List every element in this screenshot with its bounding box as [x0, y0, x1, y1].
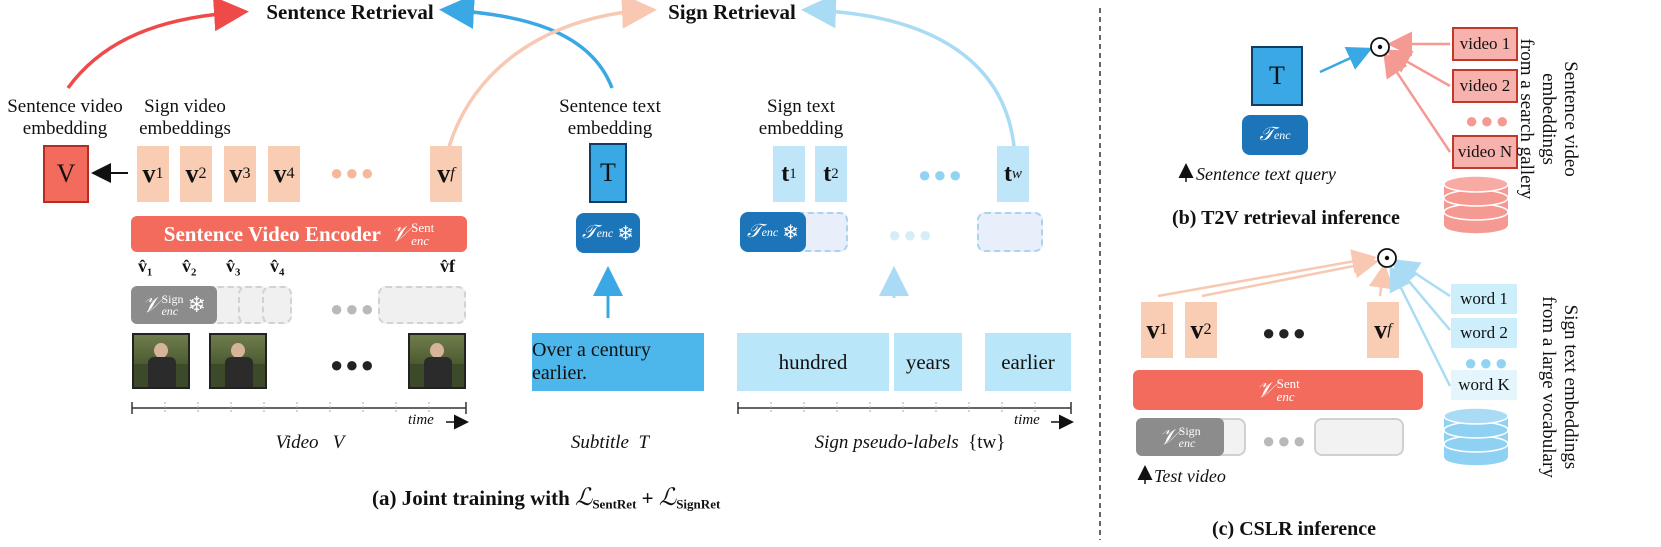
vhat-3: v̂₃ — [226, 256, 241, 276]
vocab-word-2: word 2 — [1451, 318, 1517, 348]
vocab-word-1: word 1 — [1451, 284, 1517, 314]
vhat-4: v̂₄ — [270, 256, 285, 276]
time-label: time — [408, 412, 434, 428]
ellipsis-frames: ●●● — [330, 352, 376, 377]
t2v-query-label: Sentence text query — [1196, 164, 1336, 184]
vocab-word-k: word K — [1451, 370, 1517, 400]
ellipsis-peach: ●●● — [330, 160, 376, 185]
arrow-text-to-signret — [801, 0, 1017, 159]
database-icon-red — [1443, 175, 1509, 235]
database-icon-blue — [1443, 407, 1509, 467]
arrow-text-to-sentret — [439, 0, 614, 89]
vhat-f: v̂f — [440, 256, 455, 276]
vhat-2: v̂₂ — [182, 256, 197, 276]
panel-a-title: (a) Joint training with ℒSentRet + ℒSign… — [372, 485, 721, 512]
ellipsis-black: ●●● — [1262, 320, 1308, 345]
dot-product-icon — [1370, 37, 1390, 57]
ellipsis-cyan: ●●● — [918, 162, 964, 187]
sentence-video-embedding-label: Sentence video embedding — [7, 96, 123, 139]
pseudo-label-hundred: hundred — [737, 333, 889, 391]
sign-encoder-ghost-3 — [262, 286, 292, 324]
ellipsis-gray: ●●● — [1262, 428, 1308, 453]
sentence-video-embedding: V — [43, 145, 89, 203]
sentence-text-embedding: T — [589, 143, 627, 203]
video-frame-f — [408, 333, 466, 389]
vhat-1: v̂₁ — [138, 256, 153, 276]
caption-pseudo-labels: Sign pseudo-labels {tw} — [814, 432, 1006, 453]
pseudo-label-earlier: earlier — [985, 333, 1071, 391]
subtitle-box: Over a century earlier. — [532, 333, 704, 391]
gallery-video-n: video N — [1452, 135, 1518, 169]
cslr-side-label: Sign text embeddings from a large vocabu… — [1538, 296, 1581, 478]
ellipsis-gray: ●●● — [330, 296, 376, 321]
sign-retrieval-title: Sign Retrieval — [668, 0, 796, 24]
arrow-video-to-signret — [444, 0, 657, 159]
video-frame-2 — [209, 333, 267, 389]
panel-c-title: (c) CSLR inference — [1212, 518, 1377, 540]
time-label: time — [1014, 412, 1040, 428]
sign-encoder-ghost-f — [378, 286, 466, 324]
frozen-snowflake-icon: ❄ — [187, 292, 206, 317]
caption-video: Video V — [275, 432, 345, 453]
test-video-label: Test video — [1154, 466, 1226, 486]
sentence-retrieval-title: Sentence Retrieval — [266, 0, 434, 24]
arrow-video-to-sentret — [66, 0, 249, 90]
panel-b-title: (b) T2V retrieval inference — [1172, 207, 1400, 229]
gallery-video-1: video 1 — [1452, 27, 1518, 61]
sentence-text-embedding-label: Sentence text embedding — [559, 96, 661, 139]
text-encoder-ghost-w — [977, 212, 1043, 252]
gallery-video-2: video 2 — [1452, 69, 1518, 103]
video-frame-1 — [132, 333, 190, 389]
caption-subtitle: Subtitle T — [570, 432, 650, 453]
sign-video-embeddings-label: Sign video embeddings — [139, 96, 231, 139]
cslr-sign-encoder-ghost-f — [1314, 418, 1404, 456]
pseudo-label-years: years — [894, 333, 962, 391]
ellipsis-cyan-light: ●●● — [888, 222, 934, 247]
dot-product-icon — [1377, 248, 1397, 268]
t2v-side-label: Sentence video embeddings from a search … — [1516, 38, 1581, 200]
ellipsis-red: ●●● — [1465, 108, 1511, 133]
sign-text-embedding-label: Sign text embedding — [758, 96, 844, 139]
frozen-snowflake-icon: ❄ — [782, 221, 799, 244]
frozen-snowflake-icon: ❄ — [617, 222, 634, 245]
t2v-text-embedding: T — [1251, 46, 1303, 106]
